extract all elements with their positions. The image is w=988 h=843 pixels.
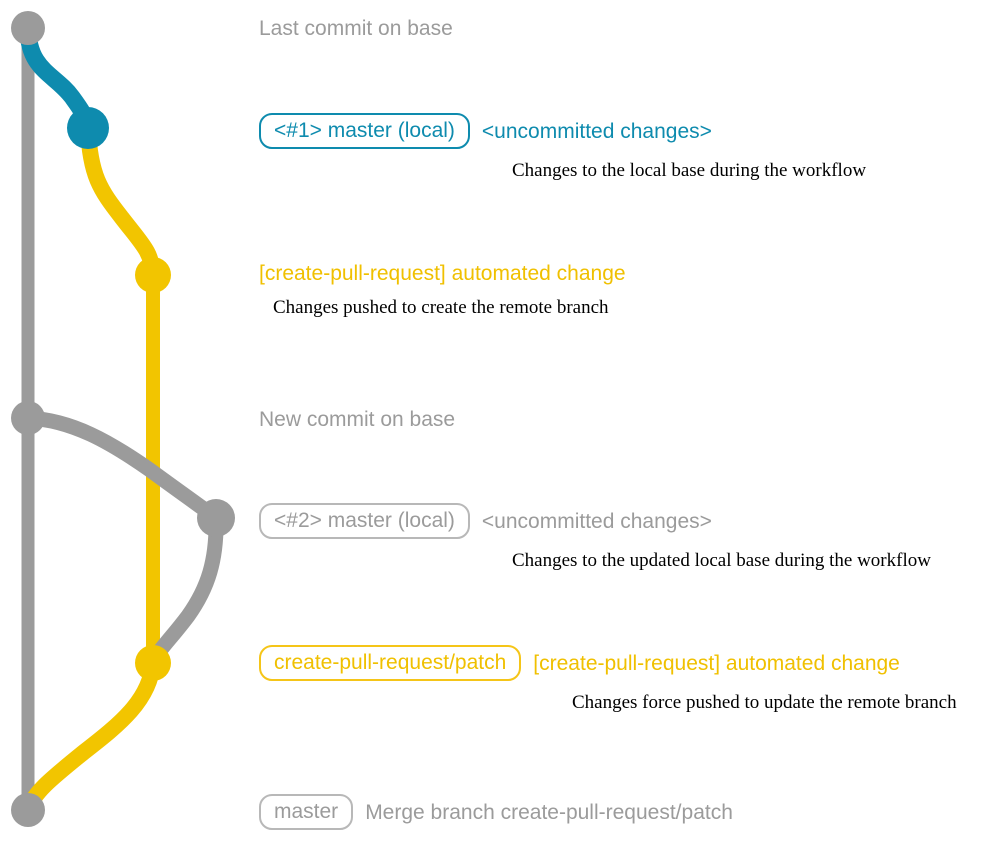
edge-remote-from-local xyxy=(80,120,161,283)
commit-subject: New commit on base xyxy=(259,408,456,431)
commit-node-merge-commit[interactable] xyxy=(11,793,45,827)
badge-row: <#2> master (local) <uncommitted changes… xyxy=(259,503,931,539)
ref-badge-master-local-2[interactable]: <#2> master (local) xyxy=(259,503,470,539)
ref-badge-create-pull-request-patch[interactable]: create-pull-request/patch xyxy=(259,645,522,681)
commit-description: Changes to the local base during the wor… xyxy=(512,160,867,181)
commit-entry-new-commit-on-base: New commit on base xyxy=(259,409,455,430)
edge-remote-merge-to-base xyxy=(20,655,161,818)
commit-entry-merge-commit: master Merge branch create-pull-request/… xyxy=(259,794,733,830)
commit-node-automated-change-2[interactable] xyxy=(135,645,171,681)
commit-subject: Last commit on base xyxy=(259,17,453,40)
ref-badge-master[interactable]: master xyxy=(259,794,354,830)
badge-row: <#1> master (local) <uncommitted changes… xyxy=(259,113,866,149)
commit-node-last-commit-on-base[interactable] xyxy=(11,11,45,45)
commit-subject: <uncommitted changes> xyxy=(481,119,712,143)
commit-node-new-commit-on-base[interactable] xyxy=(11,401,45,435)
commit-entry-automated-change-2: create-pull-request/patch [create-pull-r… xyxy=(259,645,957,712)
commit-subject: <uncommitted changes> xyxy=(481,509,712,533)
commit-description: Changes to the updated local base during… xyxy=(512,550,931,571)
edge-updated-local-from-base xyxy=(20,410,224,526)
commit-entry-master-local-1: <#1> master (local) <uncommitted changes… xyxy=(259,113,866,180)
commit-description: Changes pushed to create the remote bran… xyxy=(273,297,609,318)
commit-entry-last-commit-on-base: Last commit on base xyxy=(259,18,453,39)
badge-row: create-pull-request/patch [create-pull-r… xyxy=(259,645,957,681)
ref-badge-master-local-1[interactable]: <#1> master (local) xyxy=(259,113,470,149)
commit-subject: [create-pull-request] automated change xyxy=(259,262,626,285)
commit-node-master-local-1[interactable] xyxy=(67,107,109,149)
commit-subject: Merge branch create-pull-request/patch xyxy=(365,800,733,824)
commit-node-master-local-2[interactable] xyxy=(197,499,235,537)
commit-entry-master-local-2: <#2> master (local) <uncommitted changes… xyxy=(259,503,931,570)
commit-description: Changes force pushed to update the remot… xyxy=(572,692,957,713)
badge-row: master Merge branch create-pull-request/… xyxy=(259,794,733,830)
commit-subject: [create-pull-request] automated change xyxy=(533,651,900,675)
commit-node-automated-change-1[interactable] xyxy=(135,257,171,293)
commit-entry-automated-change-1: [create-pull-request] automated change C… xyxy=(259,263,626,317)
